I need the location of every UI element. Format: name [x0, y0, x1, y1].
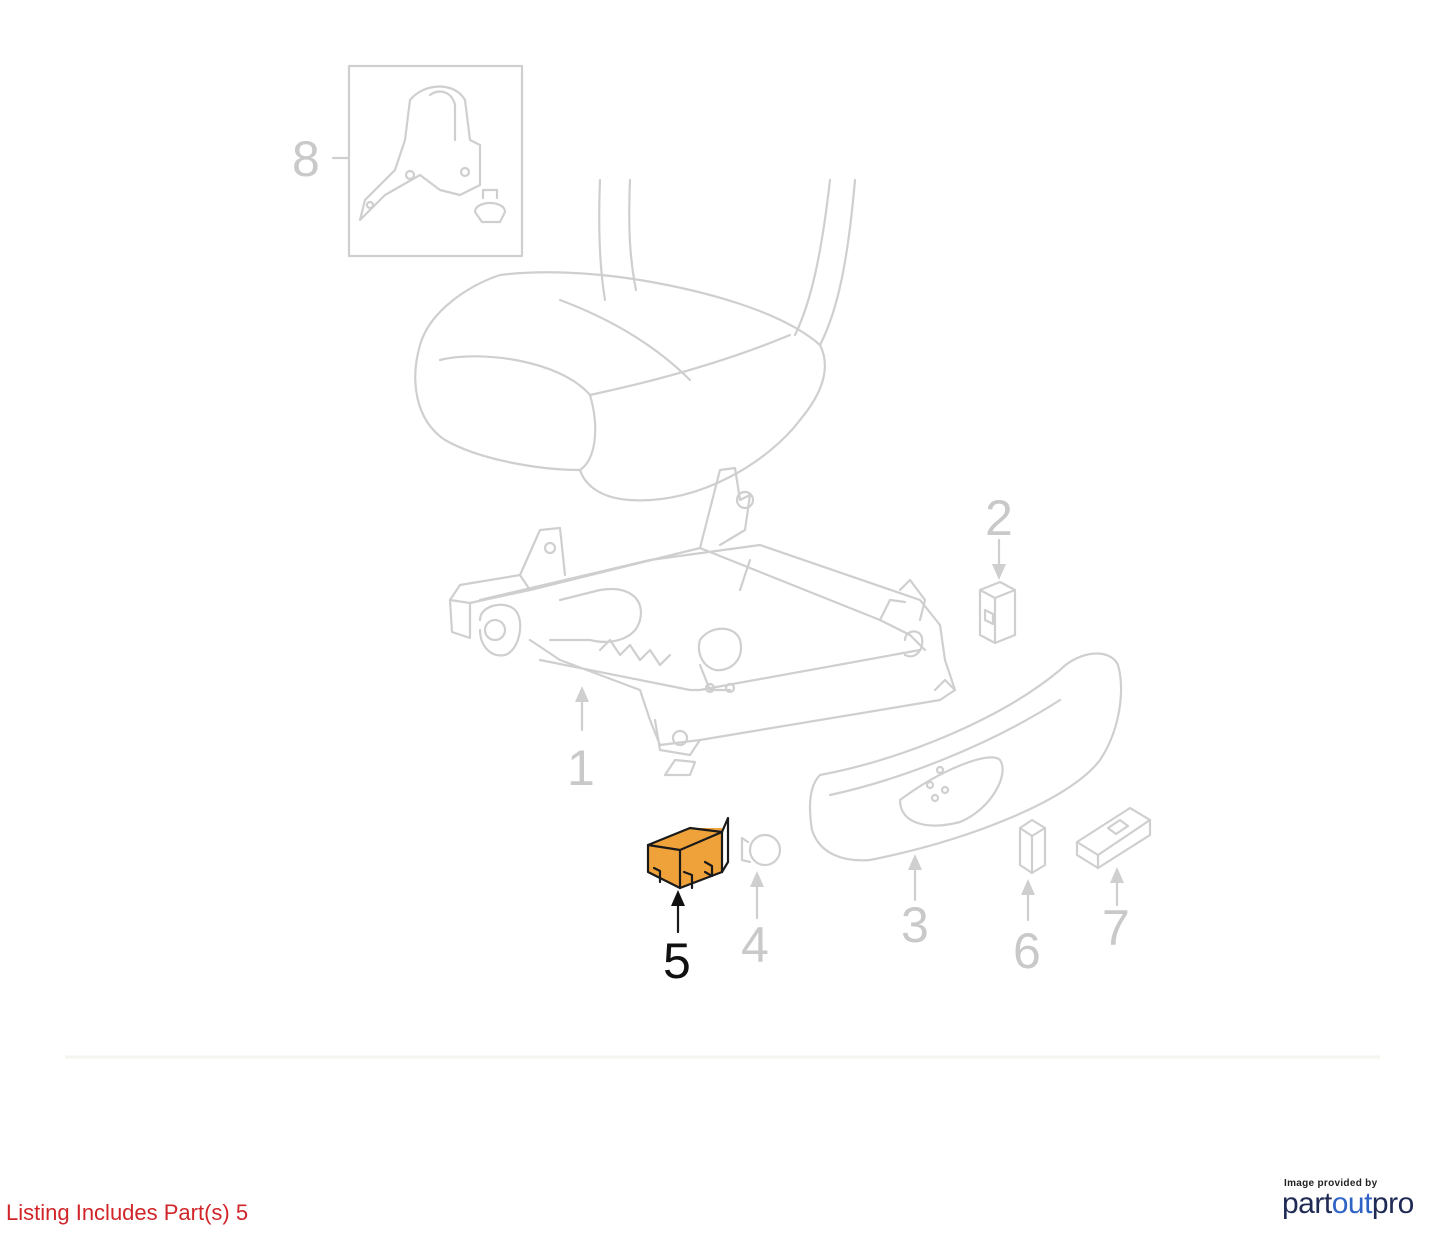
callout-7: 7	[1102, 900, 1130, 956]
part-2: 2	[978, 490, 1017, 645]
callout-2: 2	[985, 490, 1013, 546]
part-7: 7	[1075, 806, 1152, 956]
part-8-inset: 8	[292, 64, 524, 258]
part-4: 4	[740, 833, 782, 973]
credit-text: Image provided by	[1284, 1178, 1378, 1189]
callout-5: 5	[663, 933, 691, 989]
seat-track-frame	[448, 466, 957, 777]
part-1-callout: 1	[567, 686, 595, 796]
callout-4: 4	[741, 917, 769, 973]
part-3: 3	[809, 652, 1123, 953]
part-6: 6	[1013, 818, 1047, 979]
brand-part: part	[1282, 1187, 1332, 1220]
brand-out: out	[1331, 1187, 1373, 1220]
callout-3: 3	[901, 897, 929, 953]
seat-outline	[414, 178, 857, 502]
callout-6: 6	[1013, 923, 1041, 979]
callout-8: 8	[292, 131, 320, 187]
callout-1: 1	[567, 740, 595, 796]
part-5-highlighted: 5	[646, 816, 730, 989]
image-credit: Image provided by partoutpro	[1282, 1178, 1432, 1221]
brand-pro: pro	[1371, 1187, 1414, 1220]
brand-logo: partoutpro	[1282, 1187, 1432, 1221]
listing-caption: Listing Includes Part(s) 5	[6, 1200, 249, 1225]
